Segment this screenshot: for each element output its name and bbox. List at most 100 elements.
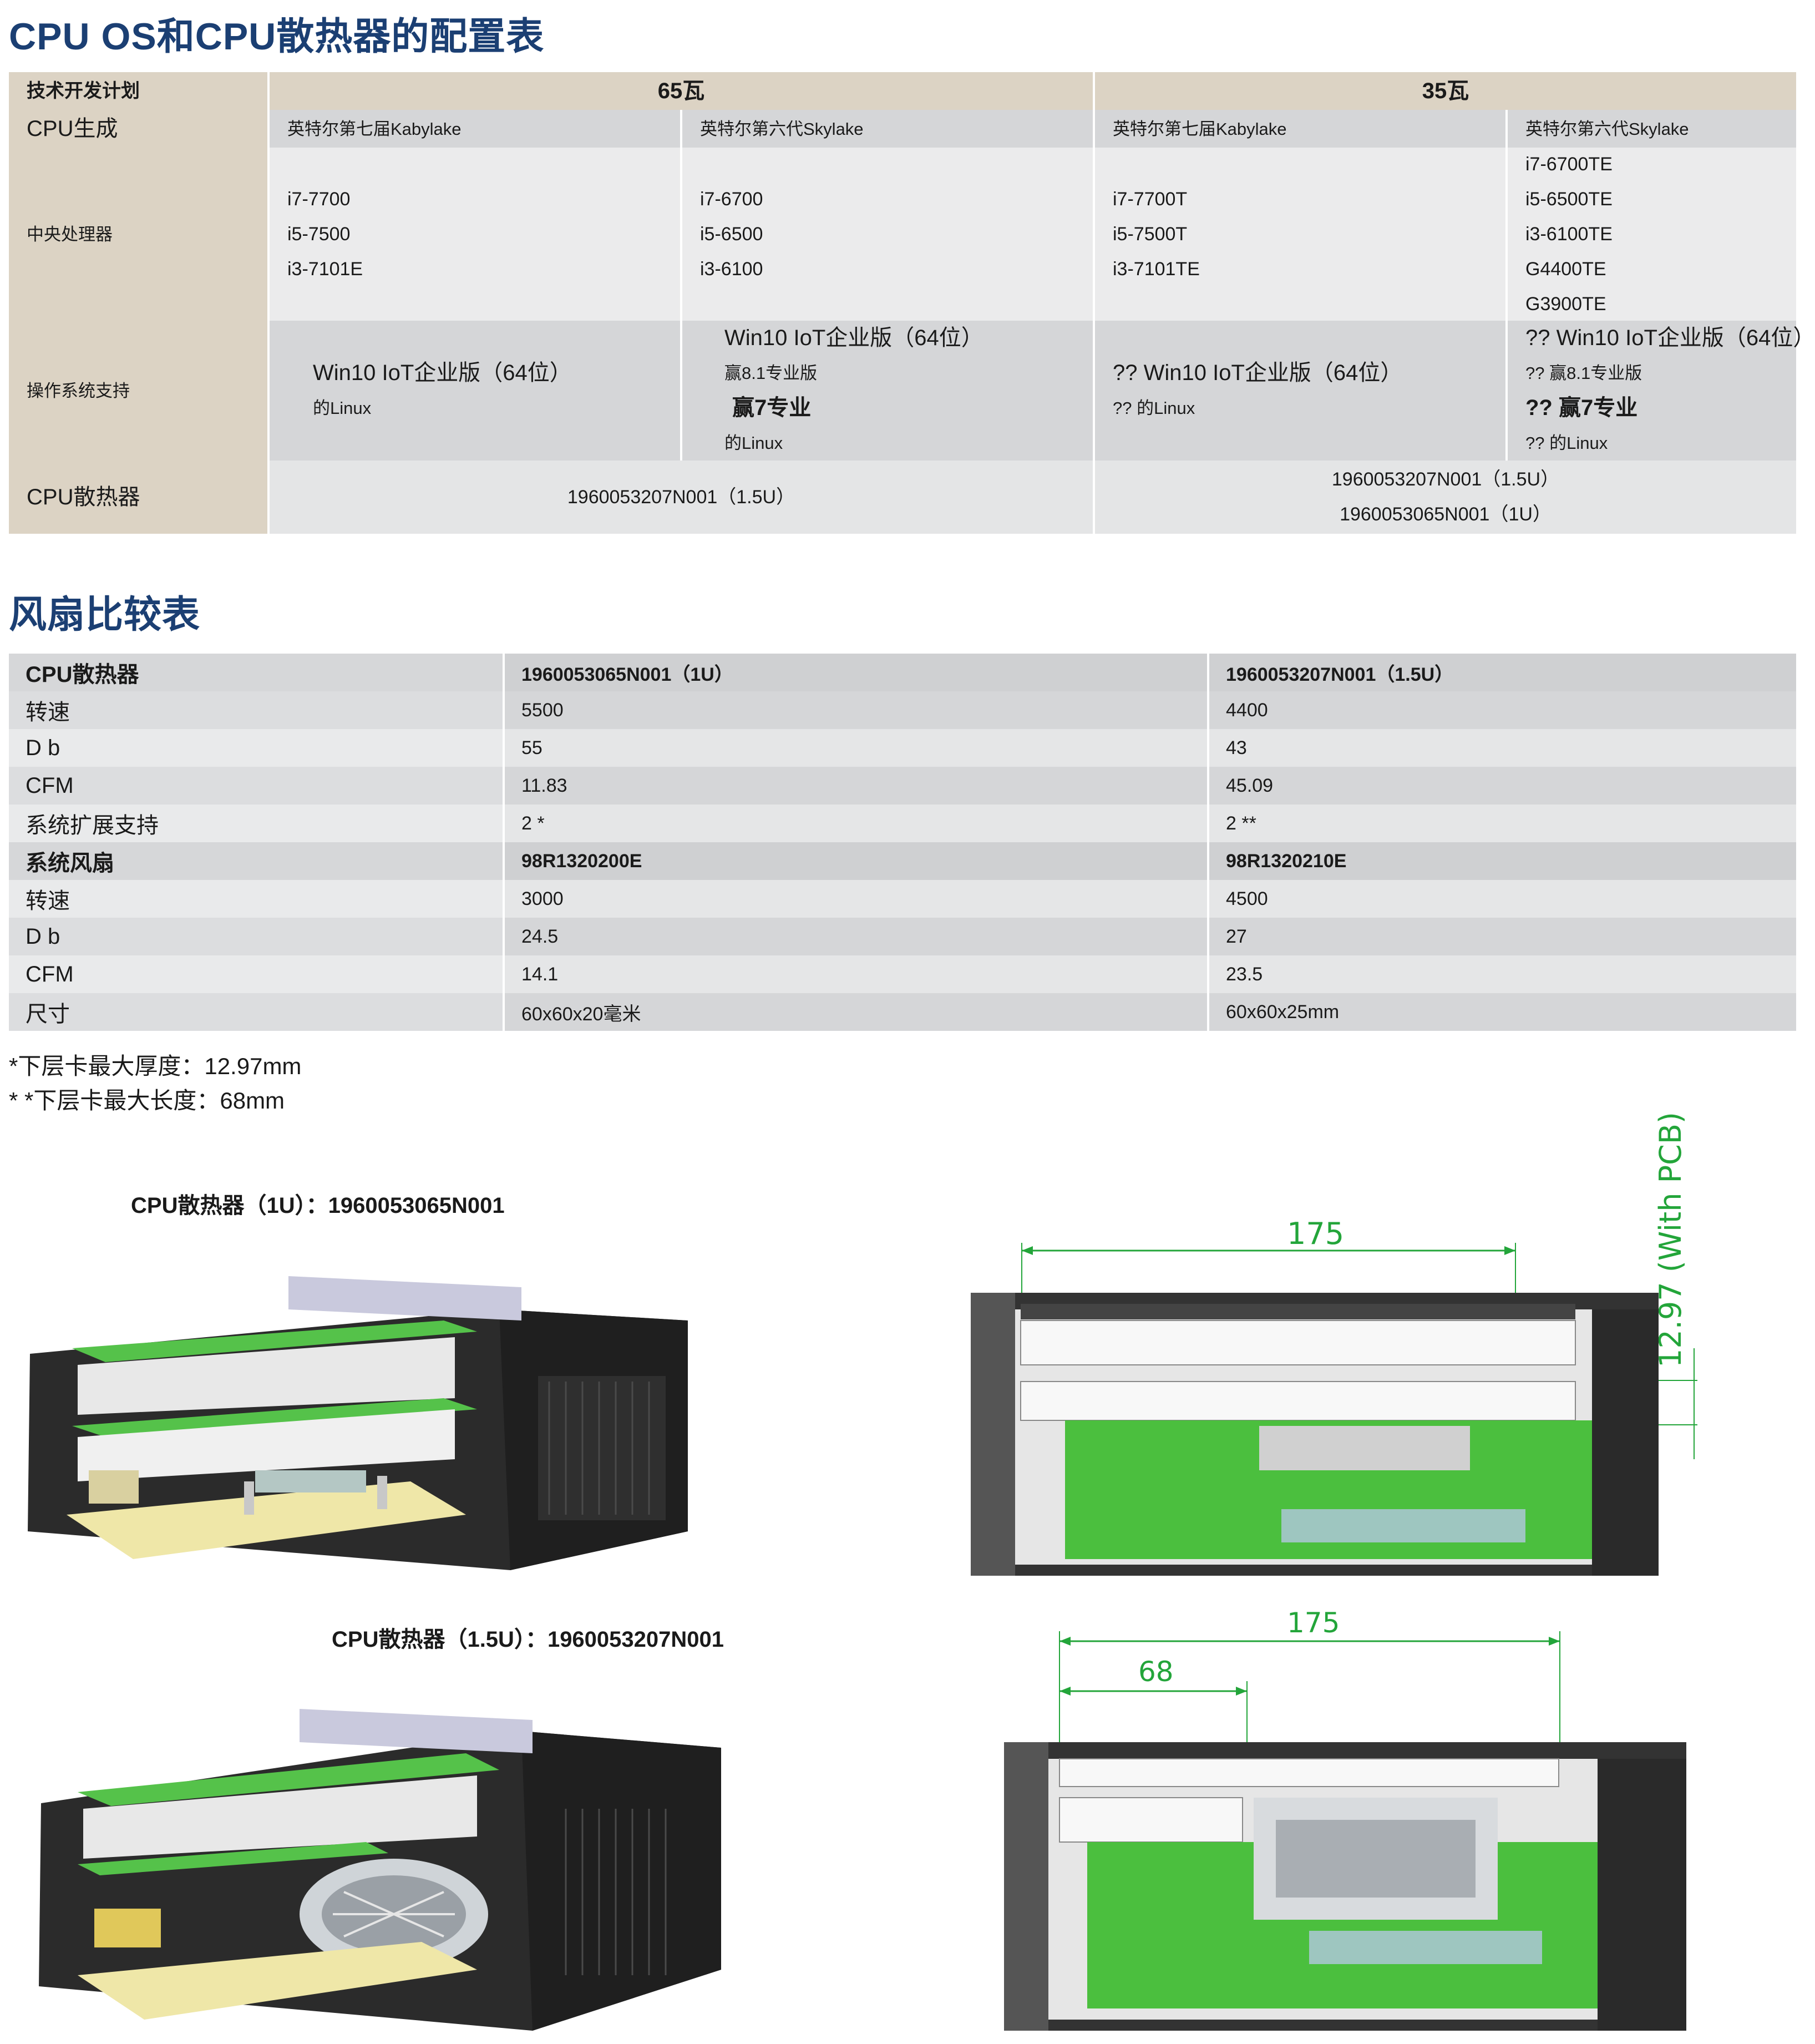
cpu-col2: i7-6700 i5-6500 i3-6100	[682, 148, 1093, 321]
fan-row-value: 98R1320210E	[1209, 842, 1796, 880]
cpu-gen-label: CPU生成	[27, 116, 118, 141]
dim-width-label-2: 175	[1287, 1607, 1340, 1639]
cpu-item: G4400TE	[1525, 258, 1606, 280]
os-item: Win10 IoT企业版（64位）	[724, 326, 983, 350]
cpu-gen-col4: 英特尔第六代Skylake	[1508, 110, 1796, 148]
w65-label: 65瓦	[657, 78, 705, 103]
os-item: ?? Win10 IoT企业版（64位）	[1525, 326, 1815, 350]
cpu-item: i3-6100	[700, 258, 763, 280]
cpu-item: i5-7500	[287, 223, 351, 245]
dim-inner-label: 68	[1138, 1656, 1174, 1688]
fan-row-label: D b	[9, 918, 503, 955]
fan-row-value: 45.09	[1209, 767, 1796, 805]
cpu-label-cell: 中央处理器	[9, 148, 267, 321]
os-item: ?? 的Linux	[1113, 398, 1195, 418]
w35-header: 35瓦	[1095, 72, 1796, 110]
os-col4: ?? Win10 IoT企业版（64位） ?? 赢8.1专业版 ?? 赢7专业 …	[1508, 321, 1815, 461]
os-col1: Win10 IoT企业版（64位） 的Linux	[270, 321, 680, 461]
fan-row-value: 60x60x20毫米	[505, 993, 1207, 1031]
cpu-item: i3-7101TE	[1113, 258, 1200, 280]
fan-row-value: 3000	[505, 880, 1207, 918]
os-label-cell: 操作系统支持	[9, 321, 267, 461]
cpu-gen-col3: 英特尔第七届Kabylake	[1095, 110, 1505, 148]
cpu-gen-text: 英特尔第七届Kabylake	[287, 119, 462, 139]
config-table-title: CPU OS和CPU散热器的配置表	[9, 16, 545, 58]
fan-row-label: 尺寸	[9, 993, 503, 1031]
os-item: ?? Win10 IoT企业版（64位）	[1113, 361, 1403, 385]
fan-row-label: 转速	[9, 691, 503, 729]
fan-row-value: 11.83	[505, 767, 1207, 805]
w35-label: 35瓦	[1422, 78, 1469, 103]
fan-row-value: 4400	[1209, 691, 1796, 729]
cpu-item: i5-7500T	[1113, 223, 1188, 245]
fan-row-value: 60x60x25mm	[1209, 993, 1796, 1031]
fan-row-value: 1960053065N001（1U）	[505, 654, 1207, 691]
cpu-item: i3-7101E	[287, 258, 363, 280]
fan-row-value: 5500	[505, 691, 1207, 729]
cpu-item: i3-6100TE	[1525, 223, 1613, 245]
chassis-15u-dimension-drawing: 175 68	[1004, 1607, 1686, 2031]
cooler-label: CPU散热器	[27, 484, 140, 509]
cooler-item: 1960053207N001（1.5U）	[1331, 469, 1560, 490]
os-item: 赢8.1专业版	[724, 363, 818, 383]
cpu-item: i5-6500TE	[1525, 188, 1613, 210]
os-item: 赢7专业	[732, 396, 812, 420]
fan-row-label: 系统风扇	[9, 842, 503, 880]
cpu-col4: i7-6700TE i5-6500TE i3-6100TE G4400TE G3…	[1508, 148, 1796, 321]
fan-row-value: 43	[1209, 729, 1796, 767]
fan-row-value: 2 *	[505, 805, 1207, 842]
cooler-label-cell: CPU散热器	[9, 461, 267, 534]
fan-row-value: 24.5	[505, 918, 1207, 955]
cooler-left: 1960053207N001（1.5U）	[270, 461, 1093, 534]
figure-caption-15u: CPU散热器（1.5U）：1960053207N001	[332, 1627, 724, 1652]
cpu-gen-text: 英特尔第七届Kabylake	[1113, 119, 1287, 139]
cooler-item: 1960053065N001（1U）	[1340, 504, 1552, 525]
os-item: 的Linux	[724, 433, 783, 453]
cpu-col1: i7-7700 i5-7500 i3-7101E	[270, 148, 680, 321]
figure-caption-1u: CPU散热器（1U）：1960053065N001	[131, 1193, 505, 1218]
dim-width-label: 175	[1287, 1216, 1344, 1251]
os-col2: Win10 IoT企业版（64位） 赢8.1专业版 赢7专业 的Linux	[682, 321, 1093, 461]
fan-row-label: CFM	[9, 767, 503, 805]
cpu-gen-text: 英特尔第六代Skylake	[1525, 119, 1689, 139]
cpu-item: i7-7700T	[1113, 188, 1188, 210]
fan-row-label: CPU散热器	[9, 654, 503, 691]
cpu-item: i7-7700	[287, 188, 351, 210]
fan-row-value: 23.5	[1209, 955, 1796, 993]
plan-label: 技术开发计划	[27, 80, 140, 102]
cpu-item: i7-6700TE	[1525, 153, 1613, 175]
fan-row-label: 转速	[9, 880, 503, 918]
cpu-gen-col2: 英特尔第六代Skylake	[682, 110, 1093, 148]
dim-height-label: 12.97 (With PCB)	[1653, 1112, 1688, 1368]
os-item: ?? 的Linux	[1525, 433, 1608, 453]
config-table: 技术开发计划 65瓦 35瓦 CPU生成 中央处理器 操作系统支持 CPU散热器…	[9, 72, 1815, 534]
cpu-item: G3900TE	[1525, 293, 1606, 315]
cpu-item: i5-6500	[700, 223, 763, 245]
chassis-15u-iso-image	[39, 1709, 721, 2031]
fan-row-label: 系统扩展支持	[9, 805, 503, 842]
note-length: * *下层卡最大长度：68mm	[9, 1087, 285, 1114]
cpu-label: 中央处理器	[27, 224, 113, 244]
fan-row-value: 27	[1209, 918, 1796, 955]
os-col3: ?? Win10 IoT企业版（64位） ?? 的Linux	[1095, 321, 1505, 461]
chassis-1u-iso-image	[28, 1276, 688, 1570]
os-item: 的Linux	[313, 398, 372, 418]
fan-row-value: 1960053207N001（1.5U）	[1209, 654, 1796, 691]
note-thickness: *下层卡最大厚度：12.97mm	[9, 1053, 302, 1079]
os-item: ?? 赢7专业	[1525, 396, 1638, 420]
fan-table-title: 风扇比较表	[9, 594, 201, 636]
cpu-item: i7-6700	[700, 188, 763, 210]
os-label: 操作系统支持	[27, 381, 130, 401]
w65-header: 65瓦	[270, 72, 1093, 110]
fan-row-value: 98R1320200E	[505, 842, 1207, 880]
cooler-right: 1960053207N001（1.5U） 1960053065N001（1U）	[1095, 461, 1796, 534]
